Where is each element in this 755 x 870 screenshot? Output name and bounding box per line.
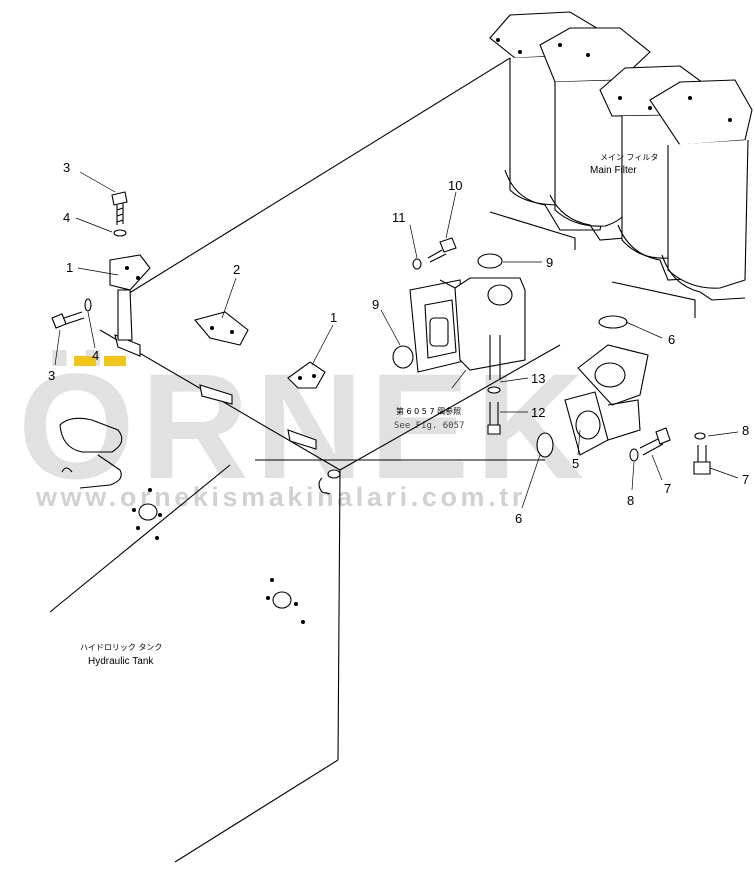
part-number-4: 4 [92,348,99,363]
o-ring-9-top [477,253,503,269]
part-number-4: 4 [63,210,70,225]
washer-11 [412,258,422,270]
valve-body [409,277,526,380]
leader-lines [54,171,739,509]
bracket-mid [287,361,326,389]
part-number-13: 13 [531,371,545,386]
hydraulic-tank-label-jp: ハイドロリック タンク [80,643,162,652]
washer-8-mid [629,448,639,462]
part-number-9: 9 [546,255,553,270]
elbow-fitting [564,344,649,456]
main-filter-label-jp: メイン フィルタ [600,153,658,162]
part-number-9: 9 [372,297,379,312]
part-numbers: 3 4 1 3 4 2 1 9 11 10 9 6 13 12 5 6 8 7 … [48,160,749,526]
part-number-3: 3 [63,160,70,175]
part-number-6: 6 [515,511,522,526]
o-ring-6-bottom [536,432,554,458]
part-number-8: 8 [627,493,634,508]
part-number-8: 8 [742,423,749,438]
part-number-7: 7 [664,481,671,496]
washer-8-right [694,432,706,440]
bracket-left [109,254,151,341]
part-number-12: 12 [531,405,545,420]
bracket-part2 [194,311,249,346]
part-number-3: 3 [48,368,55,383]
part-number-1: 1 [330,310,337,325]
bolt-7-mid [639,427,671,456]
o-ring-6-top [598,315,628,329]
see-fig-label-en: See Fig. 6057 [394,421,464,431]
bolt-12 [487,402,501,435]
bolt-7-right [693,445,711,475]
filter-head-bolts [496,38,732,122]
part-number-5: 5 [572,456,579,471]
watermark-url: www.ornekismakinalari.com.tr [35,482,526,512]
part-number-11: 11 [392,210,406,225]
tank-left-fitting [59,417,123,489]
bolt-10 [427,237,457,263]
washer-4-top [113,229,127,237]
hydraulic-tank-label-en: Hydraulic Tank [88,656,154,667]
bolt-3-bottom [51,311,85,329]
o-ring-9-mid [392,345,414,369]
part-number-6: 6 [668,332,675,347]
part-number-2: 2 [233,262,240,277]
watermark-accent-dots [74,356,126,366]
tank-flange-lower [266,578,305,624]
main-filter: メイン フィルタ Main Filter [489,11,753,318]
bolt-3-top [111,191,128,225]
see-fig-label-jp: 第 6 0 5 7 図参照 [396,406,461,416]
tank-flange-upper [132,488,162,540]
part-number-10: 10 [448,178,462,193]
part-number-7: 7 [742,472,749,487]
washer-4-bottom [84,298,92,312]
main-filter-label-en: Main Filter [590,165,637,176]
washer-13 [487,386,501,394]
hydraulic-tank [49,57,561,863]
part-number-1: 1 [66,260,73,275]
